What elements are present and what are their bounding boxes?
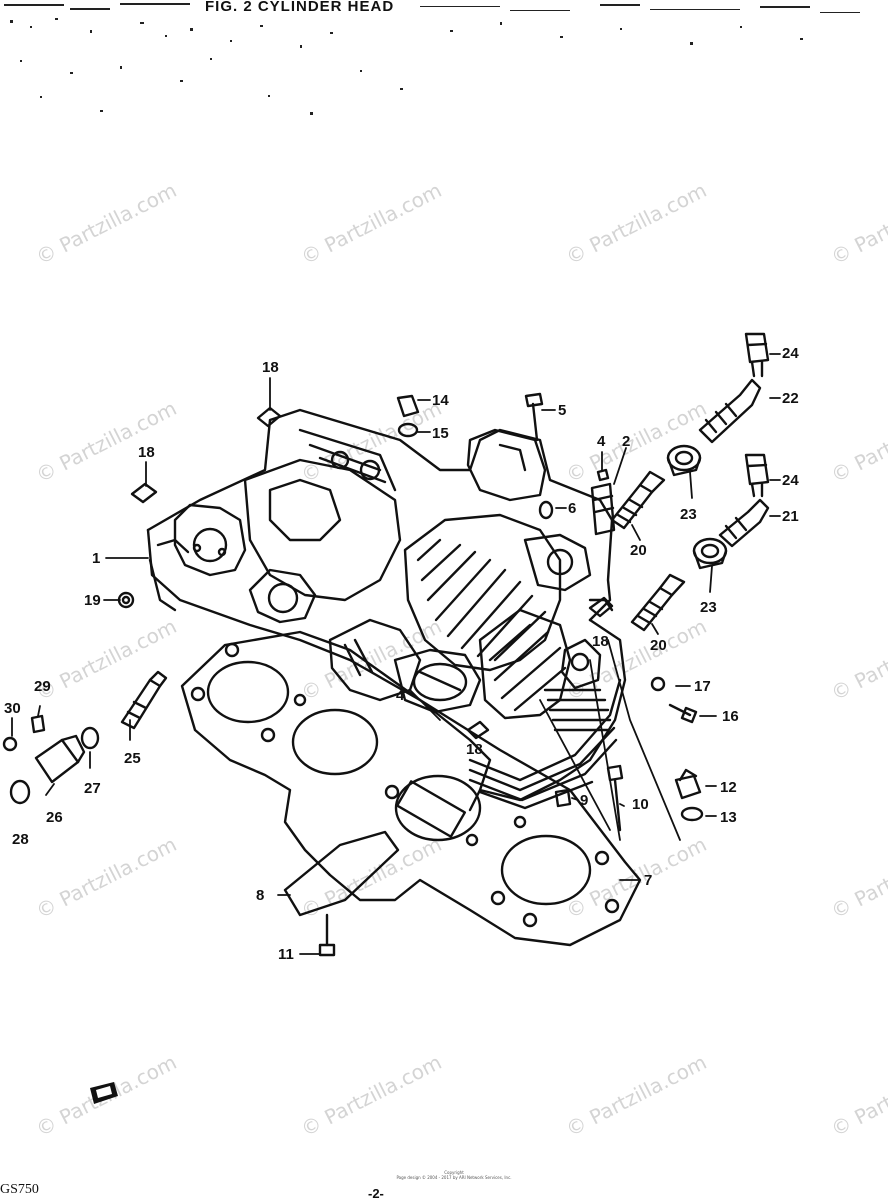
cylinder-head-block [146,408,627,812]
plug-cap [666,444,702,477]
callout-21: 21 [782,508,799,525]
stamp-mark [90,1082,118,1104]
callout-17: 17 [694,678,711,695]
page-title: FIG. 2 CYLINDER HEAD [205,0,395,15]
copyright-notice: Copyright Page design © 2004 - 2017 by A… [384,1170,524,1180]
callout-22: 22 [782,390,799,407]
copyright-line: Copyright [444,1170,464,1175]
callout-15: 15 [432,425,449,442]
page-number: -2- [368,1186,384,1201]
bolt-5 [524,392,544,442]
o-ring-28 [9,779,31,805]
callout-24: 24 [782,472,799,489]
callout-1: 1 [92,550,101,567]
hose-fitting [744,332,770,378]
callout-10: 10 [632,796,649,813]
callout-25: 25 [124,750,141,767]
washer-13 [680,806,704,822]
spark-plug-seal-2 [590,482,616,536]
callout-30: 30 [4,700,21,717]
callout-18: 18 [138,444,155,461]
dowel-9 [554,788,572,808]
tach-housing-26 [34,734,86,784]
cap-14-washer-15 [396,394,420,438]
rubber-gasket [283,830,400,917]
breather-hose [718,498,770,548]
callout-23: 23 [680,506,697,523]
callout-27: 27 [84,780,101,797]
callout-4: 4 [597,433,606,450]
head-gasket [180,630,642,947]
copyright-line: Page design © 2004 - 2017 by ARI Network… [396,1175,512,1180]
callout-12: 12 [720,779,737,796]
plug-cap [692,537,728,570]
callout-18: 18 [592,633,609,650]
callout-26: 26 [46,809,63,826]
callout-14: 14 [432,392,449,409]
bolt-16 [668,703,698,724]
screw-30 [2,736,18,752]
model-code: GS750 [0,1182,39,1197]
spark-plug [630,573,686,632]
spark-plug [610,470,666,530]
callout-13: 13 [720,809,737,826]
callout-29: 29 [34,678,51,695]
callout-28: 28 [12,831,29,848]
callout-5: 5 [558,402,567,419]
dowel-6 [538,500,554,520]
callout-18: 18 [466,741,483,758]
callout-2: 2 [622,433,631,450]
bolt-11 [318,913,336,957]
callout-23: 23 [700,599,717,616]
callout-7: 7 [644,872,653,889]
tach-drive-gear [120,670,168,730]
callout-18: 18 [262,359,279,376]
oil-seal-27 [80,726,100,750]
callout-20: 20 [650,637,667,654]
callout-19: 19 [84,592,101,609]
clip-4 [596,468,610,482]
callout-16: 16 [722,708,739,725]
callout-8: 8 [256,887,265,904]
plug-19 [117,591,135,609]
callout-4: 4 [396,687,405,704]
nut-17 [650,676,666,692]
cap-nut-12 [674,768,702,800]
hose-fitting [744,453,770,498]
callout-20: 20 [630,542,647,559]
callout-6: 6 [568,500,577,517]
callout-9: 9 [580,792,589,809]
scan-noise [4,3,860,115]
screw-29 [30,714,46,734]
dowel-pins [130,406,614,740]
callout-11: 11 [278,946,294,963]
breather-hose [698,378,762,444]
callout-24: 24 [782,345,799,362]
